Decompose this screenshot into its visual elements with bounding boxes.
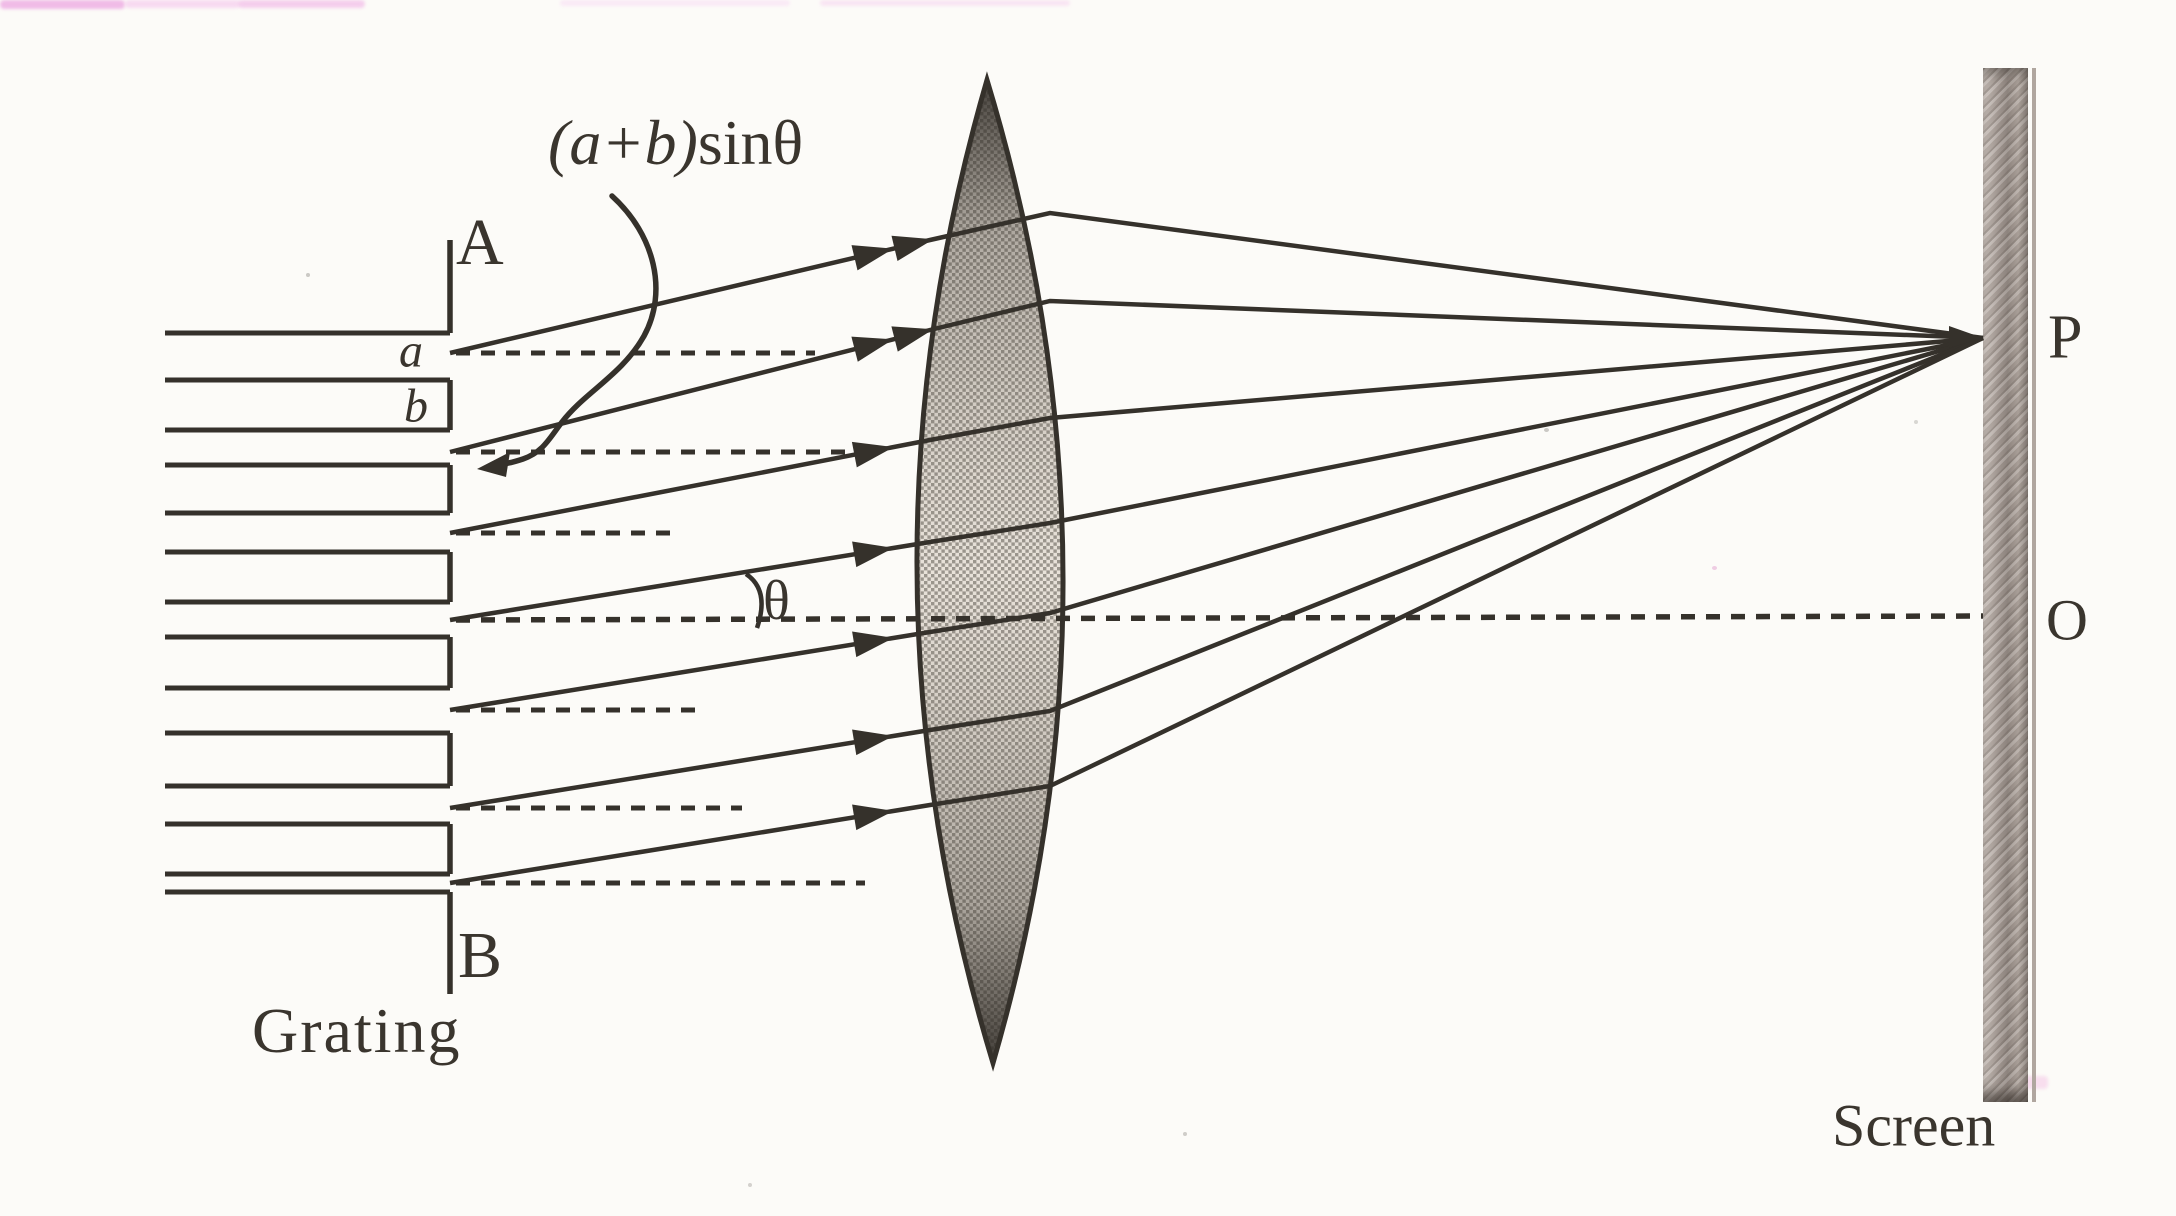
paper-speck <box>1183 1132 1187 1136</box>
diffracted-ray <box>449 335 1984 886</box>
central-axis-dashed-line <box>455 613 1984 623</box>
grating-label: Grating <box>252 995 462 1066</box>
theta-angle-arc <box>744 572 764 629</box>
formula-sin: sin <box>697 107 773 178</box>
formula-pointer-arrow <box>477 193 659 477</box>
slit-dashed-lines <box>455 350 1984 886</box>
focus-point-P-tip <box>1949 326 1983 348</box>
ray-arrowhead <box>852 631 894 658</box>
paper-speck <box>1544 428 1549 432</box>
screen-bar <box>1983 68 2028 1102</box>
formula-aplusb: (a+b) <box>548 107 698 178</box>
screen-label: Screen <box>1832 1092 1996 1159</box>
path-difference-formula: (a+b)sinθ <box>548 106 803 180</box>
ray-arrowhead <box>851 441 894 468</box>
ray-arrowhead <box>851 336 894 362</box>
label-b: b <box>404 379 428 433</box>
scan-artifact-pink-strip <box>820 0 1070 6</box>
incident-plane-wave-rays <box>165 330 450 895</box>
formula-theta: θ <box>772 107 804 178</box>
point-P-label: P <box>2048 303 2083 372</box>
point-O-label: O <box>2046 587 2088 653</box>
diffracted-ray <box>449 335 1984 623</box>
ray-arrowhead <box>852 541 894 568</box>
diffracted-ray <box>449 335 1984 536</box>
pointer-arrowhead <box>477 452 510 477</box>
scan-artifact-pink-strip <box>125 0 240 8</box>
ray-arrowhead <box>891 235 934 261</box>
scan-artifact-pink-strip <box>0 0 125 9</box>
diffracted-ray <box>449 210 1984 356</box>
paper-speck <box>1712 566 1717 570</box>
ray-arrowhead <box>852 804 894 831</box>
label-B: B <box>458 919 503 992</box>
ray-arrowhead <box>891 326 934 352</box>
label-A: A <box>456 206 504 279</box>
paper-speck <box>306 273 310 277</box>
ray-arrowhead <box>852 729 894 756</box>
paper-speck <box>748 1183 752 1187</box>
diffracted-ray <box>449 335 1984 713</box>
paper-speck <box>1914 420 1918 424</box>
theta-label: θ <box>763 570 790 632</box>
diffracted-rays <box>449 210 1984 886</box>
screen-bar-edge <box>2032 68 2036 1102</box>
scan-artifact-pink-strip <box>560 0 790 6</box>
diffracted-ray <box>449 298 1984 455</box>
label-a: a <box>399 324 423 378</box>
ray-arrowhead <box>851 245 894 271</box>
scan-artifact-pink-strip <box>238 0 365 8</box>
diffracted-ray <box>449 335 1984 811</box>
